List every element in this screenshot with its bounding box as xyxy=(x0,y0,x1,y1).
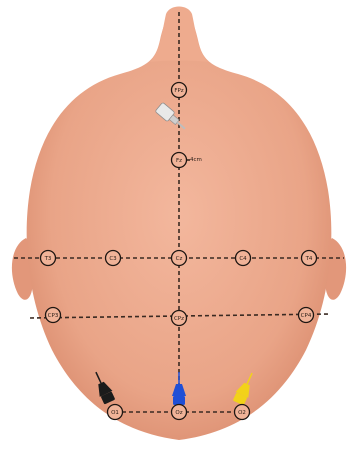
electrode-cp3: CP3 xyxy=(46,308,61,323)
electrode-label-o1: O1 xyxy=(111,410,119,416)
electrode-cpz: CPz xyxy=(172,311,187,326)
distance-note: 4cm xyxy=(190,157,202,163)
electrode-label-t3: T3 xyxy=(44,256,52,262)
electrode-o2: O2 xyxy=(235,405,250,420)
electrode-c4: C4 xyxy=(236,251,251,266)
electrode-label-c4: C4 xyxy=(239,256,247,262)
electrode-label-cp4: CP4 xyxy=(301,313,312,319)
electrode-cz: Cz xyxy=(172,251,187,266)
electrode-label-t4: T4 xyxy=(305,256,313,262)
electrode-label-fz: Fz xyxy=(176,158,182,164)
electrode-t4: T4 xyxy=(302,251,317,266)
electrode-label-o2: O2 xyxy=(238,410,246,416)
electrode-oz: Oz xyxy=(172,405,187,420)
electrode-label-c3: C3 xyxy=(109,256,117,262)
electrode-label-cz: Cz xyxy=(176,256,183,262)
electrode-fz: Fz xyxy=(172,153,187,168)
electrode-label-fpz: FPz xyxy=(174,88,183,94)
electrode-fpz: FPz xyxy=(172,83,187,98)
electrode-label-cp3: CP3 xyxy=(48,313,59,319)
electrode-t3: T3 xyxy=(41,251,56,266)
electrode-c3: C3 xyxy=(106,251,121,266)
electrode-cp4: CP4 xyxy=(299,308,314,323)
electrode-label-oz: Oz xyxy=(175,410,182,416)
electrode-label-cpz: CPz xyxy=(174,316,184,322)
electrode-o1: O1 xyxy=(108,405,123,420)
